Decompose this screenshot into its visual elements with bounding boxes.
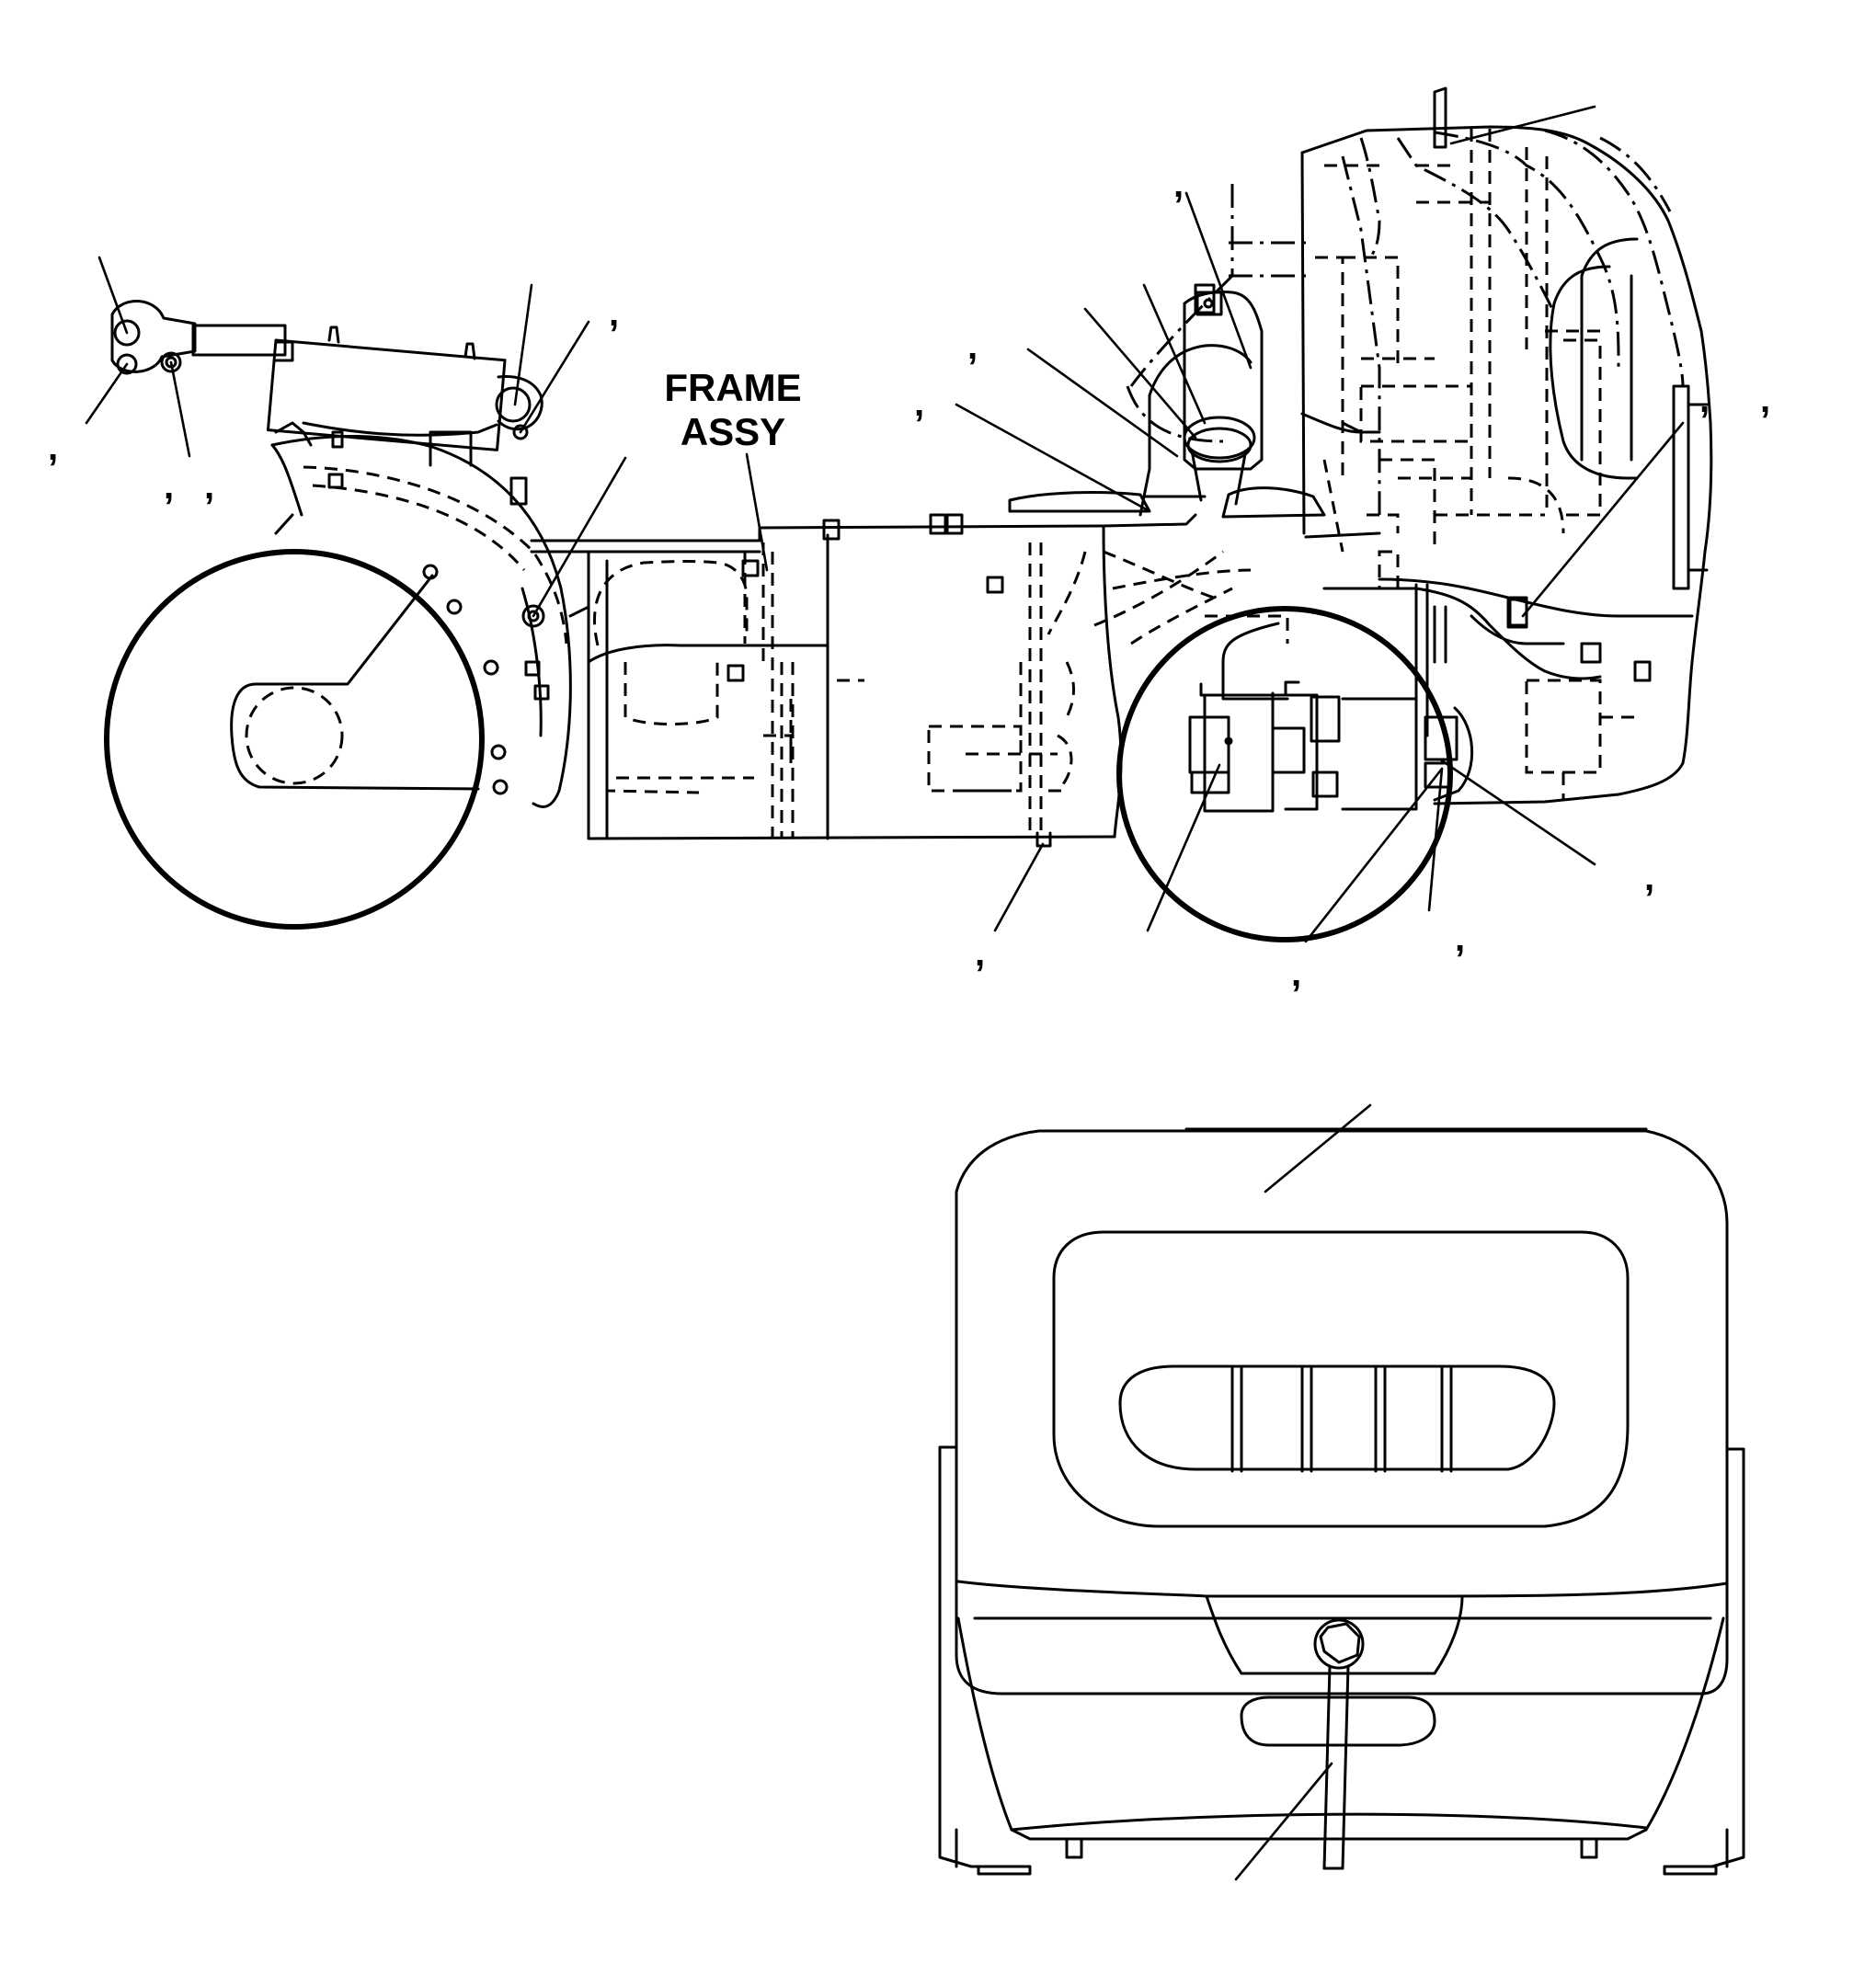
mark-12: ,: [1455, 919, 1465, 959]
frame-label-line2: ASSY: [681, 410, 785, 453]
hydraulic-cylinder: [110, 300, 543, 451]
mark-11: ,: [1291, 953, 1301, 994]
front-yoke: [270, 421, 590, 808]
mark-13: ,: [1644, 858, 1654, 898]
mark-7: ,: [1173, 165, 1184, 205]
mark-9: ,: [1760, 380, 1770, 420]
separator-marks: , , , , , , , , , , , , ,: [48, 165, 1770, 994]
mark-2: ,: [164, 466, 174, 507]
side-view: FRAME ASSY: [104, 86, 1713, 942]
rear-body: [1126, 86, 1713, 805]
frame-assy-label: FRAME ASSY: [664, 366, 801, 453]
mark-6: ,: [914, 383, 924, 424]
mark-5: ,: [967, 326, 978, 367]
mark-4: ,: [609, 293, 619, 334]
leader-lines: [85, 105, 1685, 1881]
mark-10: ,: [975, 933, 985, 974]
front-roller: [104, 549, 485, 930]
frame-body: [530, 491, 1252, 848]
mark-3: ,: [204, 466, 214, 507]
mark-8: ,: [1699, 380, 1710, 420]
mark-1: ,: [48, 428, 58, 468]
rear-view: [938, 1127, 1745, 1876]
rear-wheel: [1116, 583, 1474, 942]
frame-label-line1: FRAME: [664, 366, 801, 409]
